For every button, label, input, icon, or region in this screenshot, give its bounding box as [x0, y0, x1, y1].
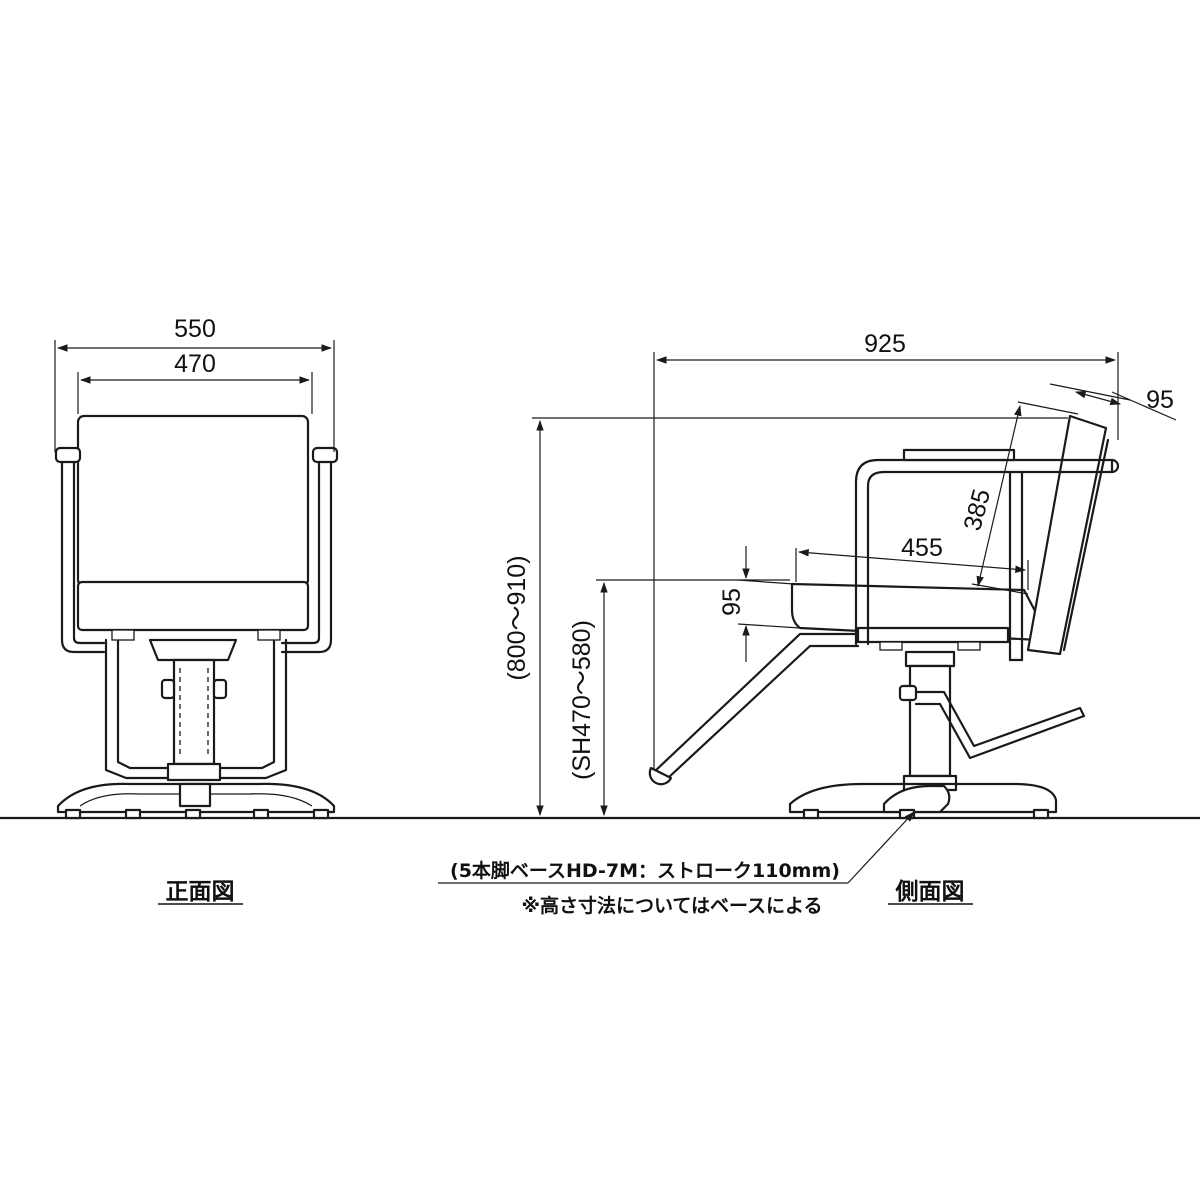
dim-seat-height: (SH470～580) [568, 620, 596, 780]
side-backrest [1026, 414, 1108, 656]
dim-470: 470 [174, 350, 216, 378]
side-five-star-base [788, 782, 1058, 820]
front-view: 550 470 正面図 [54, 315, 339, 905]
dim-455: 455 [901, 534, 943, 562]
side-pump-pedal [914, 690, 1086, 760]
side-view-label: 側面図 [895, 879, 965, 905]
dim-925: 925 [864, 330, 906, 358]
front-view-label: 正面図 [166, 879, 235, 905]
base-spec-note: (5本脚ベースHD-7M：ストローク110mm) [450, 859, 840, 882]
front-armrests [54, 446, 339, 654]
front-seat-cushion [76, 580, 310, 632]
side-footrest-leg [648, 632, 860, 786]
side-dimensions: 925 95 385 455 95 (800～91 [438, 330, 1177, 884]
front-five-star-base [56, 782, 336, 820]
side-view: 925 95 385 455 95 (800～91 [438, 330, 1177, 917]
dim-95-seat: 95 [718, 588, 746, 616]
side-hydraulic-pump [898, 650, 958, 792]
dim-overall-height: (800～910) [503, 555, 531, 680]
height-note: ※高さ寸法についてはベースによる [521, 894, 822, 917]
front-hydraulic-pump [160, 658, 228, 782]
dim-550: 550 [174, 315, 216, 343]
dim-95-back: 95 [1146, 386, 1174, 414]
front-backrest [76, 414, 310, 588]
front-dimensions: 550 470 [54, 315, 335, 452]
dim-385: 385 [958, 486, 996, 534]
